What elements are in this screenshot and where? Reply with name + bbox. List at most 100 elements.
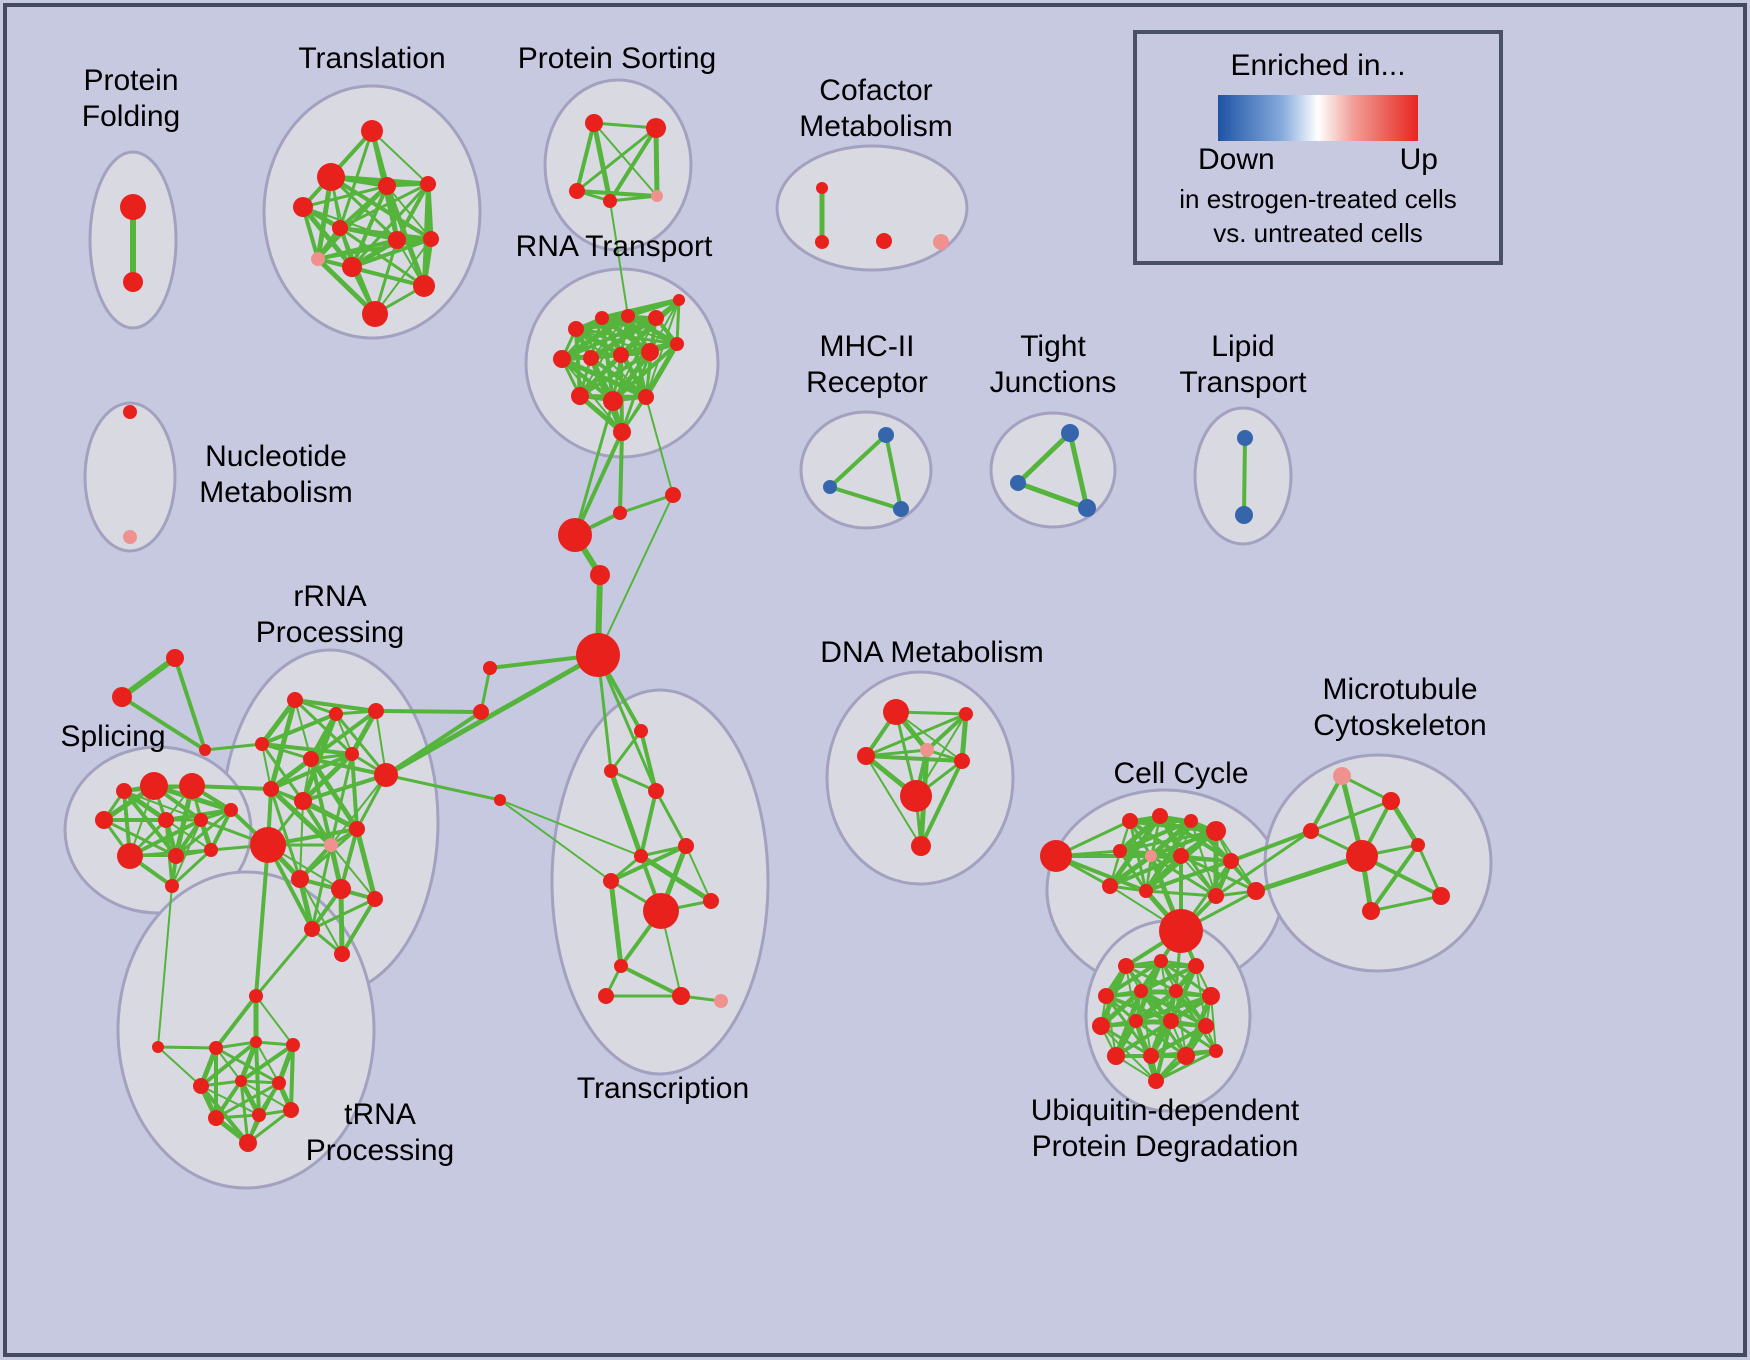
gene-set-node bbox=[569, 183, 585, 199]
gene-set-node bbox=[634, 724, 648, 738]
enrichment-edge bbox=[386, 185, 432, 240]
gene-set-node bbox=[1362, 902, 1380, 920]
enrichment-edge bbox=[645, 396, 674, 496]
gene-set-node bbox=[95, 811, 113, 829]
gene-set-node bbox=[294, 792, 312, 810]
gene-set-node bbox=[209, 1041, 223, 1055]
gene-set-node bbox=[1346, 840, 1378, 872]
enrichment-edge bbox=[173, 656, 207, 752]
cluster-label-tight-junctions: Tight bbox=[1020, 330, 1086, 363]
enrichment-edge bbox=[609, 769, 658, 793]
cluster-label-cell-cycle: Cell Cycle bbox=[1113, 757, 1248, 790]
gene-set-node bbox=[1118, 958, 1134, 974]
enrichment-edge bbox=[260, 742, 354, 756]
gene-set-node bbox=[1139, 884, 1153, 898]
enrichment-edge bbox=[157, 885, 173, 1048]
enrichment-edge bbox=[1139, 964, 1198, 993]
legend-title: Enriched in... bbox=[1230, 49, 1406, 82]
enrichment-edge bbox=[102, 818, 178, 858]
cluster-label-cofactor-metabolism: Cofactor bbox=[819, 74, 932, 107]
enrichment-edge bbox=[383, 652, 601, 778]
enrichment-edge bbox=[1309, 799, 1393, 833]
enrichment-edge bbox=[329, 752, 354, 847]
enrichment-edge bbox=[577, 352, 624, 399]
gene-set-node bbox=[199, 744, 211, 756]
gene-set-node bbox=[166, 649, 184, 667]
enrichment-edge bbox=[1174, 989, 1218, 1053]
gene-set-node bbox=[585, 114, 603, 132]
gene-set-node bbox=[670, 337, 684, 351]
enrichment-edge bbox=[255, 995, 294, 1046]
enrichment-edge bbox=[573, 430, 624, 537]
enrichment-edge bbox=[639, 789, 658, 858]
gene-set-node bbox=[598, 988, 614, 1004]
enrichment-edge bbox=[828, 433, 888, 489]
enrichment-edge bbox=[315, 256, 378, 317]
gene-set-node bbox=[239, 1134, 257, 1152]
legend-gradient-bar bbox=[1218, 95, 1418, 141]
enrichment-edge bbox=[1416, 843, 1443, 898]
gene-set-node bbox=[1198, 1018, 1214, 1034]
gene-set-node bbox=[1237, 430, 1253, 446]
gene-set-node bbox=[252, 1108, 266, 1122]
enrichment-edge bbox=[591, 120, 613, 204]
cluster-label-splicing: Splicing bbox=[60, 720, 165, 753]
gene-set-node bbox=[673, 294, 685, 306]
gene-set-node bbox=[420, 176, 436, 192]
cluster-label-cofactor-metabolism: Metabolism bbox=[799, 110, 952, 143]
enrichment-edge bbox=[310, 843, 333, 931]
enrichment-edge bbox=[1149, 829, 1218, 858]
enrichment-edge bbox=[864, 754, 964, 763]
enrichment-edge bbox=[1149, 1024, 1208, 1058]
enrichment-edge bbox=[1309, 774, 1344, 833]
gene-set-node bbox=[876, 233, 892, 249]
gene-set-node bbox=[603, 873, 619, 889]
gene-set-node bbox=[263, 781, 279, 797]
enrichment-edge bbox=[240, 1080, 292, 1111]
gene-set-node bbox=[374, 763, 398, 787]
enrichment-edge bbox=[301, 184, 389, 209]
enrichment-edge bbox=[675, 298, 681, 346]
gene-set-node bbox=[933, 234, 949, 250]
gene-set-node bbox=[1177, 1047, 1195, 1065]
cluster-label-microtubule-cytoskeleton: Microtubule bbox=[1322, 673, 1477, 706]
gene-set-node bbox=[816, 182, 828, 194]
gene-set-node bbox=[331, 879, 351, 899]
cluster-ellipse-mhc-ii-receptor bbox=[799, 410, 933, 530]
gene-set-node bbox=[1143, 1048, 1159, 1064]
gene-set-node bbox=[123, 272, 143, 292]
enrichment-edge bbox=[239, 1043, 295, 1083]
gene-set-node bbox=[283, 1102, 299, 1118]
gene-set-node bbox=[250, 1036, 262, 1048]
enrichment-edge bbox=[574, 327, 582, 398]
gene-set-node bbox=[1247, 882, 1265, 900]
enrichment-edge bbox=[559, 356, 649, 400]
enrichment-edge bbox=[618, 493, 675, 515]
gene-set-node bbox=[583, 350, 599, 366]
enrichment-edge bbox=[575, 121, 596, 193]
enrichment-edge bbox=[1242, 436, 1247, 517]
gene-set-node bbox=[920, 743, 934, 757]
enrichment-edge bbox=[593, 122, 658, 197]
enrichment-edge bbox=[1015, 480, 1090, 511]
enrichment-edge bbox=[597, 494, 674, 656]
gene-set-node bbox=[179, 773, 205, 799]
gene-set-node bbox=[1188, 958, 1204, 974]
enrichment-edge bbox=[339, 827, 359, 891]
gene-set-node bbox=[1134, 984, 1148, 998]
gene-set-node bbox=[1163, 1013, 1179, 1029]
enrichment-edge bbox=[334, 712, 388, 777]
gene-set-node bbox=[332, 220, 348, 236]
legend-down-label: Down bbox=[1198, 143, 1275, 176]
gene-set-node bbox=[614, 959, 628, 973]
enrichment-edge bbox=[308, 756, 360, 832]
gene-set-node bbox=[1092, 1017, 1110, 1035]
enrichment-edge bbox=[608, 878, 624, 969]
enrichment-edge bbox=[1144, 859, 1233, 893]
gene-set-node bbox=[165, 879, 179, 893]
enrichment-edge bbox=[395, 182, 430, 242]
enrichment-edge bbox=[259, 697, 298, 747]
enrichment-edge bbox=[1114, 1019, 1173, 1058]
